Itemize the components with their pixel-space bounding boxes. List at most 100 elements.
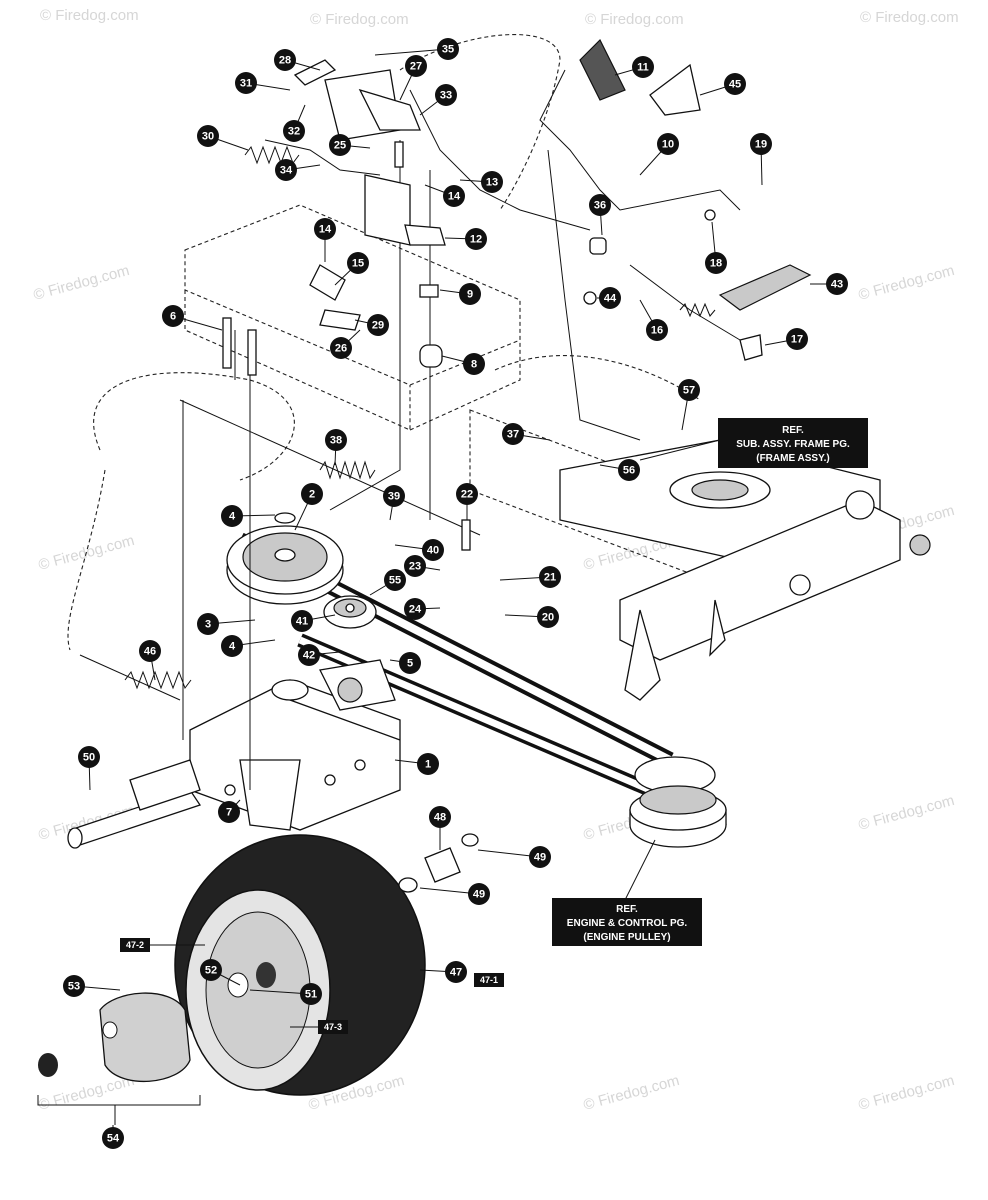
callout-number: 10 [662,139,674,151]
callout-number: 45 [729,79,741,91]
callout-bubble [221,635,243,657]
callout-51: 51 [300,983,322,1005]
rear-wheel [174,834,426,1096]
callout-number: 14 [448,191,461,203]
callout-bubble [632,56,654,78]
callout-35: 35 [437,38,459,60]
callout-20: 20 [537,606,559,628]
callout-2: 2 [301,483,323,505]
callout-4: 4 [221,635,243,657]
callout-10: 10 [657,133,679,155]
callout-4: 4 [221,505,243,527]
callout-53: 53 [63,975,85,997]
callout-number: 2 [309,489,315,501]
callout-bubble [435,84,457,106]
callout-number: 18 [710,258,722,270]
ref-engine-box: REF. ENGINE & CONTROL PG. (ENGINE PULLEY… [552,839,702,946]
callout-bubble [301,483,323,505]
callout-54: 54 [102,1127,124,1149]
callout-bubble [235,72,257,94]
callout-number: 57 [683,385,695,397]
callout-number: 30 [202,131,214,143]
callout-17: 17 [786,328,808,350]
transaxle [67,659,401,849]
callout-number: 27 [410,61,422,73]
ref-frame-line1: REF. [782,425,804,436]
callout-16: 16 [646,319,668,341]
callout-37: 37 [502,423,524,445]
callout-bubble [456,483,478,505]
callout-bubble [404,555,426,577]
callout-number: 24 [409,604,422,616]
callout-bubble [221,505,243,527]
callout-18: 18 [705,252,727,274]
callout-bubble [539,566,561,588]
callout-number: 56 [623,465,635,477]
ref-frame-line3: (FRAME ASSY.) [756,453,830,464]
callout-number: 42 [303,650,315,662]
idler-pulley [323,595,377,629]
callout-bubble [422,539,444,561]
callout-bubble [465,228,487,250]
callout-number: 49 [534,852,546,864]
watermark: © Firedog.com [582,1072,682,1114]
callout-number: 46 [144,646,156,658]
callout-bubble [330,337,352,359]
callout-14: 14 [314,218,336,240]
callout-48: 48 [429,806,451,828]
callout-bubble [826,273,848,295]
tag-label: 47-3 [324,1022,342,1032]
callout-bubble [678,379,700,401]
callout-9: 9 [459,283,481,305]
tag-label: 47-1 [480,975,498,985]
callout-bubble [200,959,222,981]
tag-47-3: 47-3 [290,1020,348,1034]
callout-bubble [329,134,351,156]
callout-27: 27 [405,55,427,77]
callout-number: 15 [352,258,364,270]
callout-number: 33 [440,90,452,102]
callout-bubble [275,159,297,181]
callout-number: 52 [205,965,217,977]
callout-32: 32 [283,120,305,142]
callout-number: 17 [791,334,803,346]
callout-number: 6 [170,311,176,323]
callout-25: 25 [329,134,351,156]
callout-39: 39 [383,485,405,507]
callout-number: 48 [434,812,446,824]
callout-layer: 1234456789101112131414151617181920212223… [63,38,848,1149]
callout-number: 34 [280,165,293,177]
callout-47: 47 [445,961,467,983]
callout-14: 14 [443,185,465,207]
callout-number: 8 [471,359,477,371]
callout-number: 35 [442,44,454,56]
callout-8: 8 [463,353,485,375]
callout-bubble [599,287,621,309]
callout-number: 32 [288,126,300,138]
callout-42: 42 [298,644,320,666]
callout-number: 31 [240,78,252,90]
callout-bubble [162,305,184,327]
callout-bubble [325,429,347,451]
callout-number: 20 [542,612,554,624]
callout-bubble [589,194,611,216]
engine-pulley [629,785,727,848]
callout-21: 21 [539,566,561,588]
callout-22: 22 [456,483,478,505]
callout-49: 49 [529,846,551,868]
ref-engine-line3: (ENGINE PULLEY) [583,932,670,943]
callout-number: 14 [319,224,332,236]
callout-number: 16 [651,325,663,337]
watermark: © Firedog.com [585,11,684,28]
control-handles [579,38,701,116]
callout-34: 34 [275,159,297,181]
axle-spacers [398,833,479,893]
callout-43: 43 [826,273,848,295]
callout-bubble [197,613,219,635]
callout-5: 5 [399,652,421,674]
callout-number: 11 [637,62,649,74]
watermark: © Firedog.com [310,11,409,28]
callout-number: 37 [507,429,519,441]
callout-number: 23 [409,561,421,573]
